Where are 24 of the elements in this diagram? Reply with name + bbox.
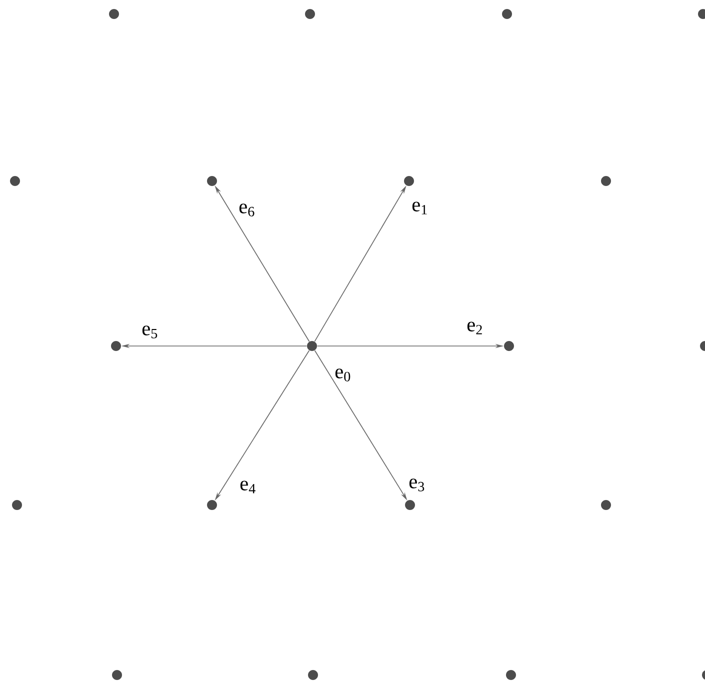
vector-label: e$_{3}$ bbox=[409, 478, 424, 492]
lattice-dot bbox=[12, 500, 22, 510]
lattice-dot bbox=[506, 670, 516, 680]
vector-label: e$_{6}$ bbox=[239, 204, 254, 216]
lattice-dot bbox=[502, 9, 512, 19]
vector-label: e$_{5}$ bbox=[142, 326, 158, 338]
lattice-dot bbox=[307, 341, 317, 351]
vector-label: e$_{1}$ bbox=[412, 202, 427, 214]
lattice-dot bbox=[207, 176, 217, 186]
lattice-dot bbox=[308, 670, 318, 680]
vector-label: e$_{4}$ bbox=[240, 480, 256, 494]
lattice-dot bbox=[10, 176, 20, 186]
lattice-dot bbox=[504, 341, 514, 351]
lattice-dot bbox=[601, 176, 611, 186]
lattice-dot bbox=[207, 500, 217, 510]
lattice-dot bbox=[404, 176, 414, 186]
vector-label: e$_{2}$ bbox=[467, 322, 482, 334]
lattice-dot bbox=[112, 670, 122, 680]
lattice-dot bbox=[305, 9, 315, 19]
lattice-dot bbox=[109, 9, 119, 19]
lattice-dot bbox=[601, 500, 611, 510]
lattice-dot bbox=[405, 500, 415, 510]
lattice-dot bbox=[111, 341, 121, 351]
vector-label: e$_{0}$ bbox=[335, 368, 350, 382]
